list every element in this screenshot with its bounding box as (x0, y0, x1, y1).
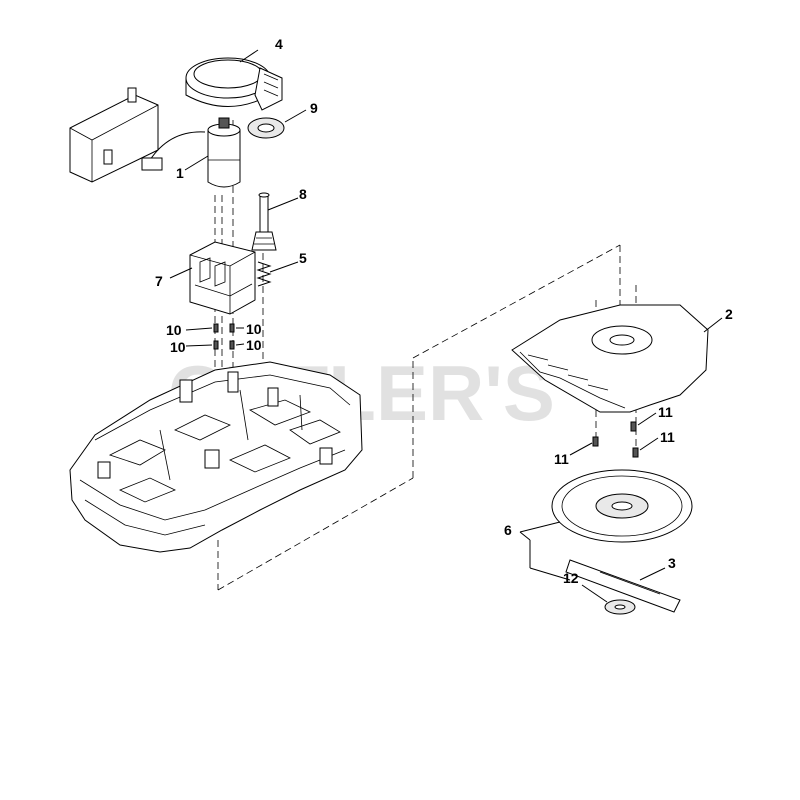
callout-2: 2 (725, 306, 733, 322)
callout-labels: 1 2 3 4 5 6 7 8 9 10 10 10 10 11 11 11 1… (155, 36, 733, 586)
callout-7: 7 (155, 273, 163, 289)
callout-10-top-right: 10 (246, 321, 262, 337)
callout-8: 8 (299, 186, 307, 202)
callout-11-top: 11 (658, 404, 673, 420)
blade-mount (604, 599, 636, 615)
callout-10-bottom-right: 10 (246, 337, 262, 353)
callout-3: 3 (668, 555, 676, 571)
callout-4: 4 (275, 36, 283, 52)
callout-6: 6 (504, 522, 512, 538)
leader-lines (169, 49, 723, 603)
screws-11 (592, 421, 639, 458)
callout-10-top-left: 10 (166, 322, 182, 338)
sensor-bracket (69, 87, 206, 183)
blade (565, 559, 681, 613)
cutting-deck (511, 304, 709, 413)
gear (247, 117, 285, 139)
drive-shaft (251, 192, 277, 251)
chassis-housing (69, 361, 363, 553)
callout-12: 12 (563, 570, 579, 586)
callout-11-right: 11 (660, 429, 675, 445)
screws-10 (213, 323, 235, 350)
callout-5: 5 (299, 250, 307, 266)
height-adjust-ring (185, 57, 283, 111)
callout-1: 1 (176, 165, 184, 181)
callout-11-left: 11 (554, 451, 569, 467)
callout-9: 9 (310, 100, 318, 116)
callout-10-bottom-left: 10 (170, 339, 186, 355)
motor-housing (189, 241, 256, 315)
spring (256, 261, 272, 287)
motor (207, 117, 241, 188)
blade-disc (551, 469, 693, 543)
